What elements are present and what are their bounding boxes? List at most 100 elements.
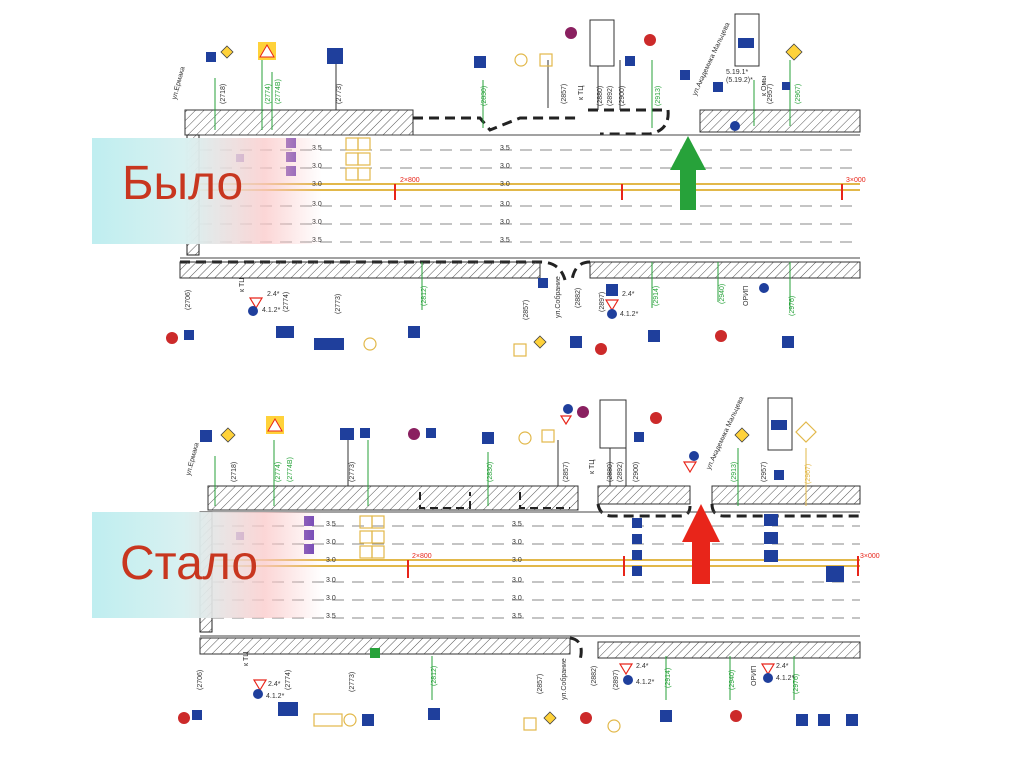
svg-text:3.0: 3.0 xyxy=(512,539,522,546)
svg-text:(2774В): (2774В) xyxy=(287,457,294,482)
svg-text:(2857): (2857) xyxy=(561,84,568,104)
svg-text:(2774): (2774) xyxy=(265,84,272,104)
svg-text:(2967): (2967) xyxy=(795,84,802,104)
svg-text:(2897): (2897) xyxy=(613,670,620,690)
svg-text:(2774): (2774) xyxy=(275,462,282,482)
svg-text:(2880): (2880) xyxy=(607,462,614,482)
svg-text:(2882): (2882) xyxy=(591,666,598,686)
svg-text:(2830): (2830) xyxy=(481,86,488,106)
svg-text:ул.Ермака: ул.Ермака xyxy=(185,442,201,477)
svg-text:(2892): (2892) xyxy=(607,86,614,106)
after-label: Стало xyxy=(92,512,322,618)
svg-text:2.4*: 2.4* xyxy=(267,291,280,298)
svg-text:3.0: 3.0 xyxy=(500,181,510,188)
svg-text:(2900): (2900) xyxy=(619,86,626,106)
svg-text:(2774В): (2774В) xyxy=(275,79,282,104)
svg-text:(2706): (2706) xyxy=(185,290,192,310)
svg-text:к ТЦ: к ТЦ xyxy=(589,459,596,474)
before-label-text: Было xyxy=(122,157,244,210)
svg-text:(2812): (2812) xyxy=(421,286,428,306)
after-label-text: Стало xyxy=(120,537,259,590)
svg-text:(2773): (2773) xyxy=(335,294,342,314)
svg-text:(2773): (2773) xyxy=(349,672,356,692)
svg-text:(2913): (2913) xyxy=(655,86,662,106)
svg-text:4.1.2*: 4.1.2* xyxy=(262,307,281,314)
svg-text:2.4*: 2.4* xyxy=(776,663,789,670)
svg-text:(2773): (2773) xyxy=(336,84,343,104)
svg-text:к ТЦ: к ТЦ xyxy=(578,85,585,100)
svg-text:2.4*: 2.4* xyxy=(636,663,649,670)
svg-text:(2900): (2900) xyxy=(633,462,640,482)
svg-text:3.0: 3.0 xyxy=(512,595,522,602)
svg-text:2.4*: 2.4* xyxy=(622,291,635,298)
svg-text:3.0: 3.0 xyxy=(326,577,336,584)
svg-text:4.1.2*: 4.1.2* xyxy=(776,675,795,682)
svg-text:к ТЦ: к ТЦ xyxy=(243,651,250,666)
svg-text:(2957): (2957) xyxy=(767,84,774,104)
svg-text:(2774): (2774) xyxy=(285,670,292,690)
svg-text:(2940): (2940) xyxy=(729,670,736,690)
svg-text:4.1.2*: 4.1.2* xyxy=(636,679,655,686)
svg-text:(2718): (2718) xyxy=(220,84,227,104)
svg-text:(2940): (2940) xyxy=(719,284,726,304)
svg-text:(2957): (2957) xyxy=(761,462,768,482)
svg-text:(2857): (2857) xyxy=(523,300,530,320)
before-label: Было xyxy=(92,138,322,244)
svg-text:3.5: 3.5 xyxy=(500,145,510,152)
svg-text:3.5: 3.5 xyxy=(326,613,336,620)
svg-text:(2774): (2774) xyxy=(283,292,290,312)
svg-text:5.19.1*: 5.19.1* xyxy=(726,69,748,76)
svg-text:(2880): (2880) xyxy=(597,86,604,106)
svg-text:(2830): (2830) xyxy=(487,462,494,482)
svg-text:(2892): (2892) xyxy=(617,462,624,482)
svg-text:(2967): (2967) xyxy=(805,464,812,484)
svg-text:(2914): (2914) xyxy=(665,668,672,688)
svg-text:ул.Собрание: ул.Собрание xyxy=(560,658,568,700)
svg-text:к Омы: к Омы xyxy=(761,76,768,96)
svg-text:(2857): (2857) xyxy=(563,462,570,482)
svg-text:(2913): (2913) xyxy=(731,462,738,482)
svg-text:(2976): (2976) xyxy=(793,674,800,694)
svg-text:3×000: 3×000 xyxy=(860,553,880,560)
svg-text:2.4*: 2.4* xyxy=(268,681,281,688)
after-scheme: 2×800 3×000 3.5 3.0 3.0 3.0 3.0 3.5 3.5 3.0 3.0… xyxy=(178,395,880,733)
svg-text:(2882): (2882) xyxy=(575,288,582,308)
street-sobranie: ул.Собрание xyxy=(554,276,562,318)
svg-text:3.5: 3.5 xyxy=(512,521,522,528)
svg-text:3.0: 3.0 xyxy=(500,201,510,208)
marking-2x800: 2×800 xyxy=(400,177,420,184)
svg-text:3.0: 3.0 xyxy=(500,219,510,226)
svg-text:3.0: 3.0 xyxy=(326,595,336,602)
svg-text:(2857): (2857) xyxy=(537,674,544,694)
svg-text:(2773): (2773) xyxy=(349,462,356,482)
svg-text:3.0: 3.0 xyxy=(326,539,336,546)
svg-text:(5.19.2)*: (5.19.2)* xyxy=(726,77,753,84)
curb-line xyxy=(413,116,580,132)
svg-text:3.0: 3.0 xyxy=(500,163,510,170)
svg-text:3.5: 3.5 xyxy=(500,237,510,244)
svg-text:(2897): (2897) xyxy=(599,292,606,312)
svg-text:3.5: 3.5 xyxy=(326,521,336,528)
svg-text:4.1.2*: 4.1.2* xyxy=(620,311,639,318)
svg-text:(2706): (2706) xyxy=(197,670,204,690)
svg-text:3.0: 3.0 xyxy=(512,557,522,564)
upper-sidewalk xyxy=(184,109,414,136)
street-maltseva: ул.Академика Мальцева xyxy=(691,21,731,96)
street-ermaka: ул.Ермака xyxy=(171,66,187,101)
svg-text:ОРИП: ОРИП xyxy=(743,286,750,306)
svg-text:3.5: 3.5 xyxy=(512,613,522,620)
svg-text:4.1.2*: 4.1.2* xyxy=(266,693,285,700)
svg-text:(2718): (2718) xyxy=(231,462,238,482)
svg-text:3.0: 3.0 xyxy=(326,557,336,564)
svg-text:(2976): (2976) xyxy=(789,296,796,316)
svg-text:2×800: 2×800 xyxy=(412,553,432,560)
marking-3x000: 3×000 xyxy=(846,177,866,184)
red-arrow-icon xyxy=(682,504,720,584)
svg-text:ОРИП: ОРИП xyxy=(751,666,758,686)
svg-text:(2914): (2914) xyxy=(653,286,660,306)
svg-text:3.0: 3.0 xyxy=(512,577,522,584)
svg-text:к ТЦ: к ТЦ xyxy=(239,277,246,292)
svg-text:(2812): (2812) xyxy=(431,666,438,686)
